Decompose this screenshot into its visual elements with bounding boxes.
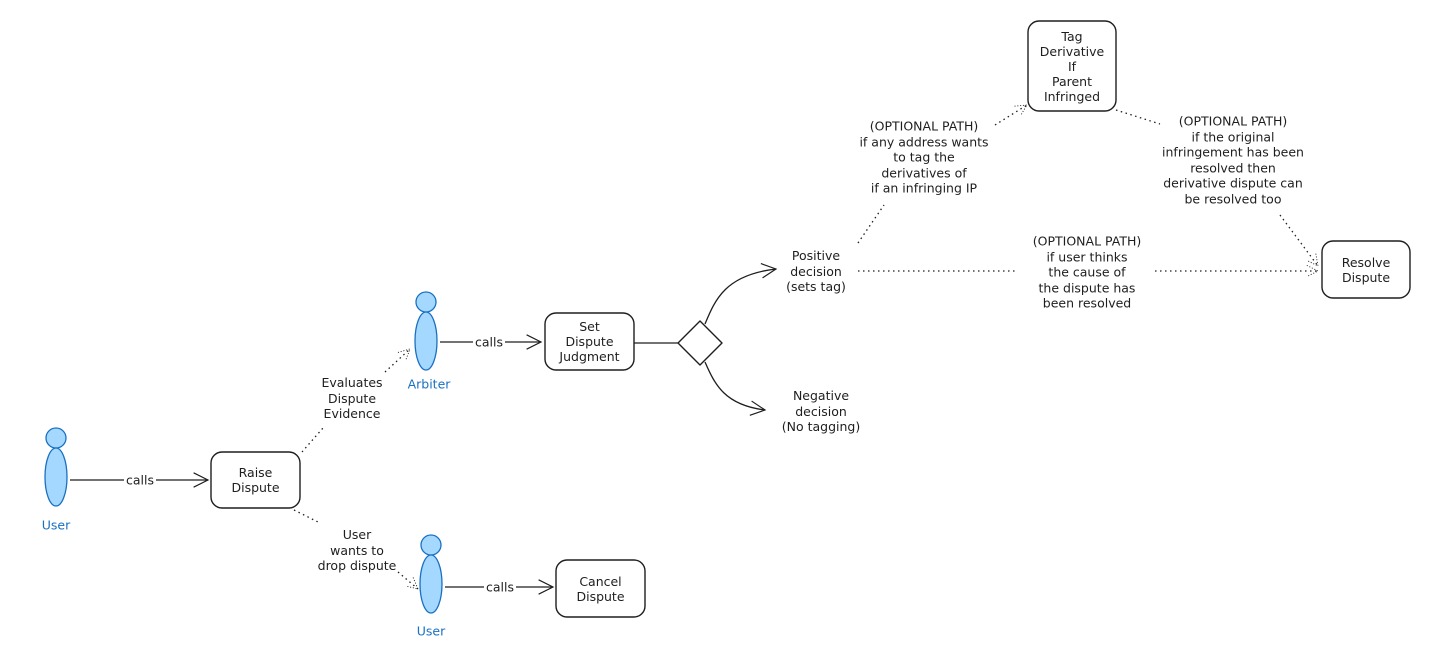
- user-cancel-label: User: [416, 623, 446, 639]
- user-actor-cancel: [419, 534, 443, 614]
- set-dispute-judgment-box: [544, 312, 635, 371]
- optional-tag-to-box-dotted: [994, 104, 1028, 126]
- positive-to-optional-tag-dotted: [857, 204, 885, 244]
- user-main-label: User: [41, 517, 71, 533]
- raise-to-drop-dotted: [293, 509, 319, 523]
- cancel-dispute-box: [555, 559, 646, 618]
- optional-tag-note: (OPTIONAL PATH) if any address wants to …: [859, 118, 989, 196]
- tag-box-to-optional-resolve-dotted: [1115, 109, 1161, 125]
- arbiter-actor: [414, 291, 438, 371]
- tag-derivative-box: [1027, 20, 1117, 112]
- evaluates-note: Evaluates Dispute Evidence: [321, 374, 383, 421]
- evaluates-to-arbiter-dotted: [384, 348, 411, 373]
- resolve-dispute-box: [1321, 240, 1411, 299]
- diamond-to-positive-arrow: [704, 262, 778, 325]
- arbiter-calls-set-label: calls: [473, 334, 505, 350]
- diamond-to-negative-arrow: [704, 361, 767, 416]
- raise-to-evaluates-dotted: [301, 427, 324, 453]
- user-cancel-body: [419, 554, 443, 614]
- positive-decision-note: Positive decision (sets tag): [786, 247, 846, 294]
- optional-resolve-derivative-note: (OPTIONAL PATH) if the original infringe…: [1162, 113, 1304, 207]
- drop-dispute-note: User wants to drop dispute: [317, 526, 397, 573]
- optional-resolve-to-resolve-dotted: [1279, 214, 1319, 267]
- user-actor-main: [44, 427, 68, 507]
- user-head: [45, 427, 67, 449]
- optional-resolve-note: (OPTIONAL PATH) if user thinks the cause…: [1032, 233, 1142, 311]
- arbiter-head: [415, 291, 437, 313]
- user-calls-raise-label: calls: [124, 472, 156, 488]
- user-calls-cancel-label: calls: [484, 579, 516, 595]
- arbiter-label: Arbiter: [407, 376, 451, 392]
- user-cancel-head: [420, 534, 442, 556]
- raise-dispute-box: [210, 451, 301, 509]
- negative-decision-note: Negative decision (No tagging): [781, 387, 861, 434]
- decision-diamond: [677, 320, 723, 366]
- drop-to-user-dotted: [397, 571, 419, 590]
- arbiter-body: [414, 311, 438, 371]
- user-body: [44, 447, 68, 507]
